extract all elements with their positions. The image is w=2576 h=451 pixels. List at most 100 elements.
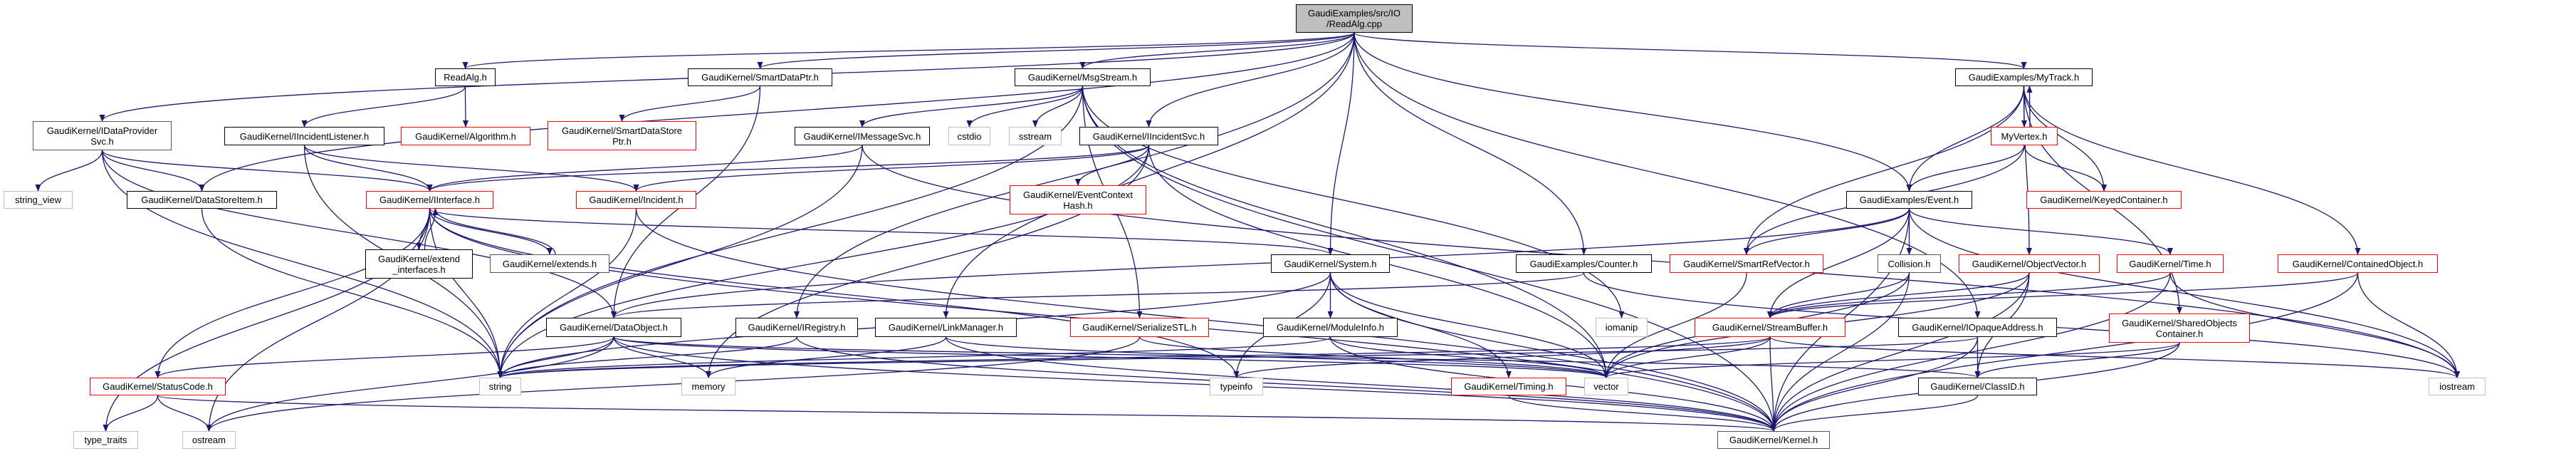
- edge-event-to-dataobject: [611, 208, 1910, 318]
- node-event[interactable]: GaudiExamples/Event.h: [1846, 191, 1972, 209]
- edge-event-to-streambuffer: [1767, 208, 1910, 318]
- node-label: GaudiKernel/KeyedContainer.h: [2040, 195, 2168, 205]
- node-label: memory: [691, 381, 726, 392]
- node-label: GaudiKernel/IIncidentListener.h: [239, 130, 370, 142]
- edge-time-to-kernel: [1771, 272, 2171, 432]
- node-counter[interactable]: GaudiExamples/Counter.h: [1516, 254, 1652, 273]
- edge-incident-to-string: [497, 208, 637, 378]
- node-keyedcontainer[interactable]: GaudiKernel/KeyedContainer.h: [2026, 191, 2182, 209]
- node-label: GaudiKernel/extends.h: [502, 258, 597, 269]
- edge-objectvector-to-kernel: [1771, 272, 2030, 432]
- edge-iregistry-to-string: [497, 336, 797, 378]
- node-label: cstdio: [957, 130, 982, 142]
- node-idataprovidersvc[interactable]: GaudiKernel/IDataProvider Svc.h: [33, 121, 172, 150]
- node-statuscode[interactable]: GaudiKernel/StatusCode.h: [90, 378, 226, 395]
- node-timing[interactable]: GaudiKernel/Timing.h: [1451, 378, 1566, 395]
- edge-idataprovidersvc-to-iinterface: [101, 150, 433, 192]
- node-label: type_traits: [84, 435, 127, 445]
- node-linkmanager[interactable]: GaudiKernel/LinkManager.h: [875, 318, 1017, 337]
- node-mytrack[interactable]: GaudiExamples/MyTrack.h: [1955, 68, 2093, 86]
- node-label: GaudiExamples/Event.h: [1859, 195, 1959, 205]
- node-time[interactable]: GaudiKernel/Time.h: [2117, 254, 2224, 273]
- node-label: GaudiKernel/SerializeSTL.h: [1082, 322, 1197, 333]
- edge-system-to-kernel: [1329, 272, 1776, 432]
- node-label: GaudiExamples/Counter.h: [1529, 258, 1638, 269]
- node-dataobject[interactable]: GaudiKernel/DataObject.h: [546, 318, 681, 337]
- node-extend-interfaces[interactable]: GaudiKernel/extend _interfaces.h: [365, 249, 473, 279]
- node-label: GaudiKernel/Incident.h: [589, 195, 684, 205]
- node-serializestl[interactable]: GaudiKernel/SerializeSTL.h: [1070, 318, 1209, 337]
- node-objectvector[interactable]: GaudiKernel/ObjectVector.h: [1959, 254, 2100, 273]
- node-collision[interactable]: Collision.h: [1878, 254, 1941, 273]
- node-label: string: [488, 381, 512, 392]
- node-containedobject[interactable]: GaudiKernel/ContainedObject.h: [2278, 254, 2438, 273]
- edge-classid-to-kernel: [1771, 395, 1979, 432]
- node-label: string_view: [14, 195, 62, 205]
- node-extends[interactable]: GaudiKernel/extends.h: [490, 254, 609, 273]
- edge-counter-to-dataobject: [611, 272, 1585, 318]
- node-myvertex[interactable]: MyVertex.h: [1991, 127, 2058, 145]
- node-moduleinfo[interactable]: GaudiKernel/ModuleInfo.h: [1263, 318, 1398, 337]
- edge-imessagesvc-to-iostream: [862, 145, 2460, 378]
- edge-sharedobjectscontainer-to-vector: [1603, 342, 2180, 378]
- edge-iinterface-to-extend_interfaces: [416, 208, 431, 250]
- node-incident[interactable]: GaudiKernel/Incident.h: [576, 191, 696, 209]
- edge-collision-to-kernel: [1771, 272, 1910, 432]
- edge-iinterface-to-ostream: [206, 208, 431, 432]
- edge-iregistry-to-kernel: [796, 336, 1776, 432]
- edge-extends-to-iinterface: [432, 208, 556, 255]
- node-kernel[interactable]: GaudiKernel/Kernel.h: [1717, 431, 1830, 449]
- edge-iinterface-to-string: [429, 208, 503, 378]
- node-label: GaudiExamples/MyTrack.h: [1968, 72, 2080, 83]
- node-string-view: string_view: [4, 191, 73, 209]
- node-classid[interactable]: GaudiKernel/ClassID.h: [1918, 378, 2037, 395]
- edge-myvertex-to-mytrack: [2026, 85, 2033, 128]
- node-iopaqueaddress[interactable]: GaudiKernel/IOpaqueAddress.h: [1898, 318, 2057, 337]
- node-smartrefvector[interactable]: GaudiKernel/SmartRefVector.h: [1670, 254, 1823, 273]
- edge-idataprovidersvc-to-string: [101, 150, 503, 378]
- node-smartdatastoreptr[interactable]: GaudiKernel/SmartDataStore Ptr.h: [548, 121, 696, 150]
- node-imessagesvc[interactable]: GaudiKernel/IMessageSvc.h: [795, 127, 930, 145]
- node-streambuffer[interactable]: GaudiKernel/StreamBuffer.h: [1695, 318, 1845, 337]
- node-iregistry[interactable]: GaudiKernel/IRegistry.h: [735, 318, 858, 337]
- node-label: GaudiKernel/SmartDataPtr.h: [701, 72, 819, 83]
- edge-imessagesvc-to-string: [497, 145, 863, 378]
- edge-myvertex-to-keyedcontainer: [2023, 145, 2107, 192]
- edge-iinterface-to-statuscode: [155, 208, 431, 378]
- edge-timing-to-kernel: [1508, 395, 1776, 432]
- node-datastoreitem[interactable]: GaudiKernel/DataStoreItem.h: [127, 191, 277, 209]
- node-iincidentsvc[interactable]: GaudiKernel/IIncidentSvc.h: [1079, 127, 1218, 145]
- edge-iincidentlistener-to-iinterface: [303, 145, 433, 192]
- node-label: GaudiKernel/StatusCode.h: [103, 381, 213, 392]
- edge-myvertex-to-event: [1906, 145, 2025, 192]
- node-label: GaudiKernel/LinkManager.h: [888, 322, 1004, 333]
- edge-iinterface-to-type_traits: [103, 208, 431, 432]
- node-system[interactable]: GaudiKernel/System.h: [1271, 254, 1390, 273]
- node-readalg[interactable]: ReadAlg.h: [435, 68, 496, 86]
- node-label: iomanip: [1605, 322, 1638, 333]
- edge-iincidentsvc-to-eventcontexthash: [1075, 145, 1150, 186]
- node-smartdataptr[interactable]: GaudiKernel/SmartDataPtr.h: [688, 68, 832, 86]
- node-label: GaudiKernel/SmartDataStore Ptr.h: [561, 125, 683, 147]
- node-iinterface[interactable]: GaudiKernel/IInterface.h: [366, 191, 493, 209]
- node-sstream: sstream: [1009, 127, 1062, 145]
- node-sharedobjectscontainer[interactable]: GaudiKernel/SharedObjects Container.h: [2109, 313, 2250, 343]
- node-iincidentlistener[interactable]: GaudiKernel/IIncidentListener.h: [224, 127, 384, 145]
- edge-dataobject-to-ostream: [206, 336, 614, 432]
- edge-time-to-iostream: [2169, 272, 2460, 378]
- edge-system-to-vector: [1329, 272, 1609, 378]
- node-algorithm[interactable]: GaudiKernel/Algorithm.h: [401, 127, 530, 145]
- edge-dataobject-to-kernel: [613, 336, 1776, 432]
- node-label: GaudiKernel/Algorithm.h: [415, 130, 516, 142]
- node-label: GaudiKernel/IInterface.h: [379, 195, 480, 205]
- node-msgstream[interactable]: GaudiKernel/MsgStream.h: [1015, 68, 1151, 86]
- edge-collision-to-streambuffer: [1767, 272, 1910, 318]
- node-string: string: [479, 378, 521, 395]
- edge-time-to-streambuffer: [1767, 272, 2171, 318]
- node-label: ReadAlg.h: [444, 72, 487, 83]
- edge-idataprovidersvc-to-dataobject: [101, 150, 617, 318]
- edge-root-to-mytrack: [1354, 32, 2027, 69]
- node-eventcontexthash[interactable]: GaudiKernel/EventContext Hash.h: [1010, 185, 1146, 214]
